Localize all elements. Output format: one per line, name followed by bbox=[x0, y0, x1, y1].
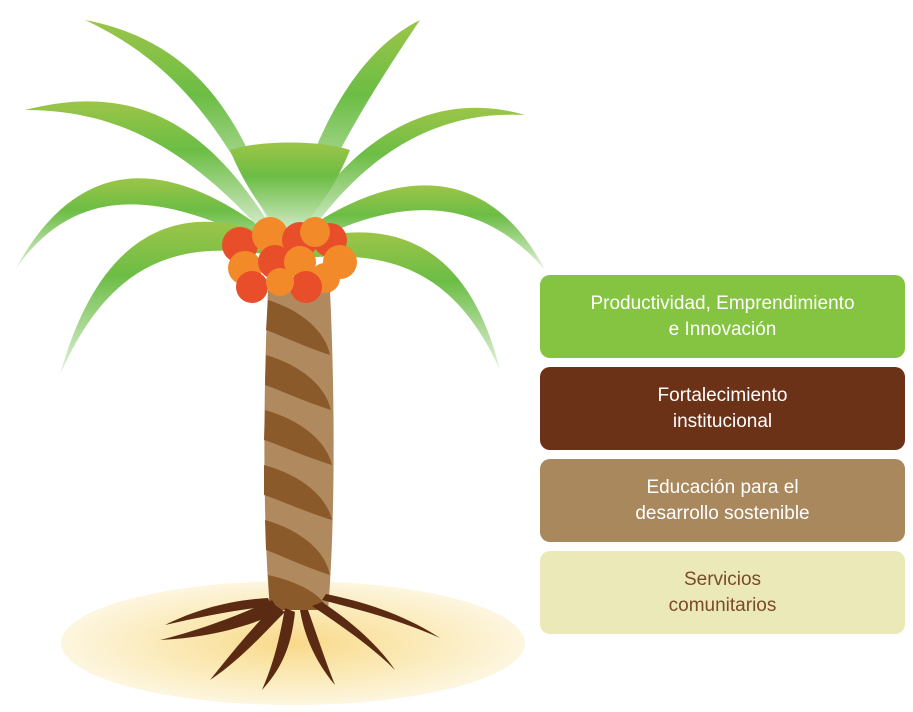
pillar-educacion: Educación para el desarrollo sostenible bbox=[540, 459, 905, 542]
pillar-productividad: Productividad, Emprendimiento e Innovaci… bbox=[540, 275, 905, 358]
pillar-label: Productividad, Emprendimiento e Innovaci… bbox=[590, 292, 855, 340]
palm-trunk bbox=[264, 290, 334, 610]
palm-roots bbox=[160, 594, 440, 690]
pillar-servicios: Servicios comunitarios bbox=[540, 551, 905, 634]
pillar-label: Servicios comunitarios bbox=[668, 568, 777, 616]
pillar-fortalecimiento: Fortalecimiento institucional bbox=[540, 367, 905, 450]
pillar-label: Educación para el desarrollo sostenible bbox=[635, 476, 810, 524]
sand-ground bbox=[61, 581, 525, 705]
palm-fruits bbox=[222, 217, 357, 303]
pillar-label: Fortalecimiento institucional bbox=[657, 384, 788, 432]
